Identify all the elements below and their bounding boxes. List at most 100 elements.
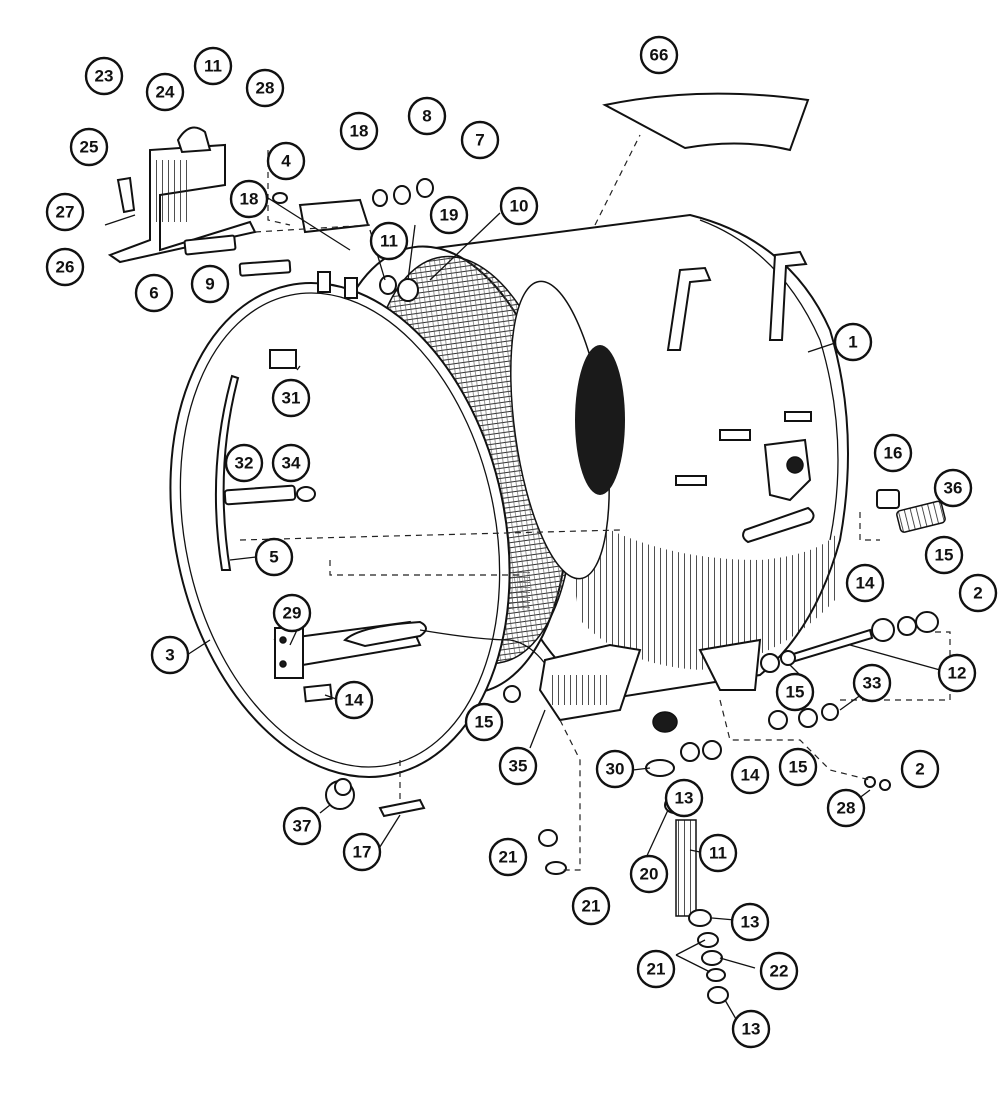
callout-circle — [639, 35, 679, 75]
callout-number: 14 — [741, 766, 760, 785]
callout-circle — [193, 46, 233, 86]
callout-number: 2 — [915, 760, 924, 779]
callout-circle — [245, 68, 285, 108]
dashed-leaders — [239, 134, 951, 871]
callout-circle — [498, 746, 538, 786]
callout-circle — [730, 902, 770, 942]
callout-circle — [499, 186, 539, 226]
callout-circle — [933, 468, 973, 508]
callout-27: 27 — [45, 192, 85, 232]
callout-circle — [826, 788, 866, 828]
callout-34: 34 — [271, 443, 311, 483]
callout-circle — [282, 806, 322, 846]
callout-24: 24 — [145, 72, 185, 112]
callout-15: 15 — [775, 672, 815, 712]
block-part — [269, 349, 297, 369]
callout-4: 4 — [266, 141, 306, 181]
callout-number: 5 — [269, 548, 278, 567]
callout-8: 8 — [407, 96, 447, 136]
callout-number: 22 — [770, 962, 789, 981]
callout-number: 9 — [205, 275, 214, 294]
callout-number: 13 — [741, 913, 760, 932]
callout-number: 16 — [884, 444, 903, 463]
callout-number: 35 — [509, 757, 528, 776]
callout-number: 24 — [156, 83, 175, 102]
callout-2: 2 — [958, 573, 998, 613]
callout-35: 35 — [498, 746, 538, 786]
callout-28: 28 — [826, 788, 866, 828]
callout-18: 18 — [339, 111, 379, 151]
callout-3: 3 — [150, 635, 190, 675]
heater-bracket — [273, 620, 561, 703]
callout-number: 15 — [935, 546, 954, 565]
callout-66: 66 — [639, 35, 679, 75]
callout-number: 37 — [293, 817, 312, 836]
callout-11: 11 — [698, 833, 738, 873]
bottom-bracket — [538, 638, 762, 733]
callout-circle — [636, 949, 676, 989]
callout-circle — [254, 537, 294, 577]
callout-number: 23 — [95, 67, 114, 86]
callout-circle — [924, 535, 964, 575]
callout-circle — [730, 755, 770, 795]
callout-number: 25 — [80, 138, 99, 157]
callout-number: 21 — [647, 960, 666, 979]
callout-17: 17 — [342, 832, 382, 872]
callout-13: 13 — [664, 778, 704, 818]
callout-circle — [629, 854, 669, 894]
callout-11: 11 — [369, 221, 409, 261]
callout-circle — [775, 672, 815, 712]
callout-number: 34 — [282, 454, 301, 473]
callout-number: 18 — [350, 122, 369, 141]
callout-number: 11 — [380, 232, 398, 251]
callout-18: 18 — [229, 179, 269, 219]
callout-2: 2 — [900, 749, 940, 789]
callout-number: 13 — [742, 1020, 761, 1039]
callout-circle — [833, 322, 873, 362]
callout-22: 22 — [759, 951, 799, 991]
callout-number: 21 — [499, 848, 518, 867]
callout-16: 16 — [873, 433, 913, 473]
top-hardware — [272, 178, 434, 302]
seal-strip — [214, 374, 240, 571]
callout-circle — [429, 195, 469, 235]
callout-number: 4 — [281, 152, 291, 171]
callout-circle — [664, 778, 704, 818]
callout-number: 15 — [786, 683, 805, 702]
pin-and-clip — [223, 484, 316, 506]
callout-number: 18 — [240, 190, 259, 209]
mount-bracket-assembly — [107, 126, 370, 277]
leader-lines — [104, 197, 941, 1027]
callout-number: 11 — [709, 844, 727, 863]
callout-circle — [150, 635, 190, 675]
callout-number: 28 — [256, 79, 275, 98]
callout-circle — [272, 593, 312, 633]
callout-37: 37 — [282, 806, 322, 846]
callout-circle — [900, 749, 940, 789]
callout-circle — [342, 832, 382, 872]
cover-plate — [602, 92, 810, 152]
callout-12: 12 — [937, 653, 977, 693]
callout-circle — [698, 833, 738, 873]
callout-circle — [190, 264, 230, 304]
callout-13: 13 — [730, 902, 770, 942]
callout-circle — [873, 433, 913, 473]
callout-number: 28 — [837, 799, 856, 818]
callout-number: 36 — [944, 479, 963, 498]
callout-7: 7 — [460, 120, 500, 160]
front-ring — [169, 282, 511, 778]
callout-circle — [271, 378, 311, 418]
callout-9: 9 — [190, 264, 230, 304]
callout-circle — [464, 702, 504, 742]
callout-circle — [134, 273, 174, 313]
callout-1: 1 — [833, 322, 873, 362]
callout-number: 20 — [640, 865, 659, 884]
callout-number: 21 — [582, 897, 601, 916]
callout-19: 19 — [429, 195, 469, 235]
callout-circle — [852, 663, 892, 703]
callout-circle — [224, 443, 264, 483]
callout-number: 33 — [863, 674, 882, 693]
callout-14: 14 — [730, 755, 770, 795]
callout-36: 36 — [933, 468, 973, 508]
